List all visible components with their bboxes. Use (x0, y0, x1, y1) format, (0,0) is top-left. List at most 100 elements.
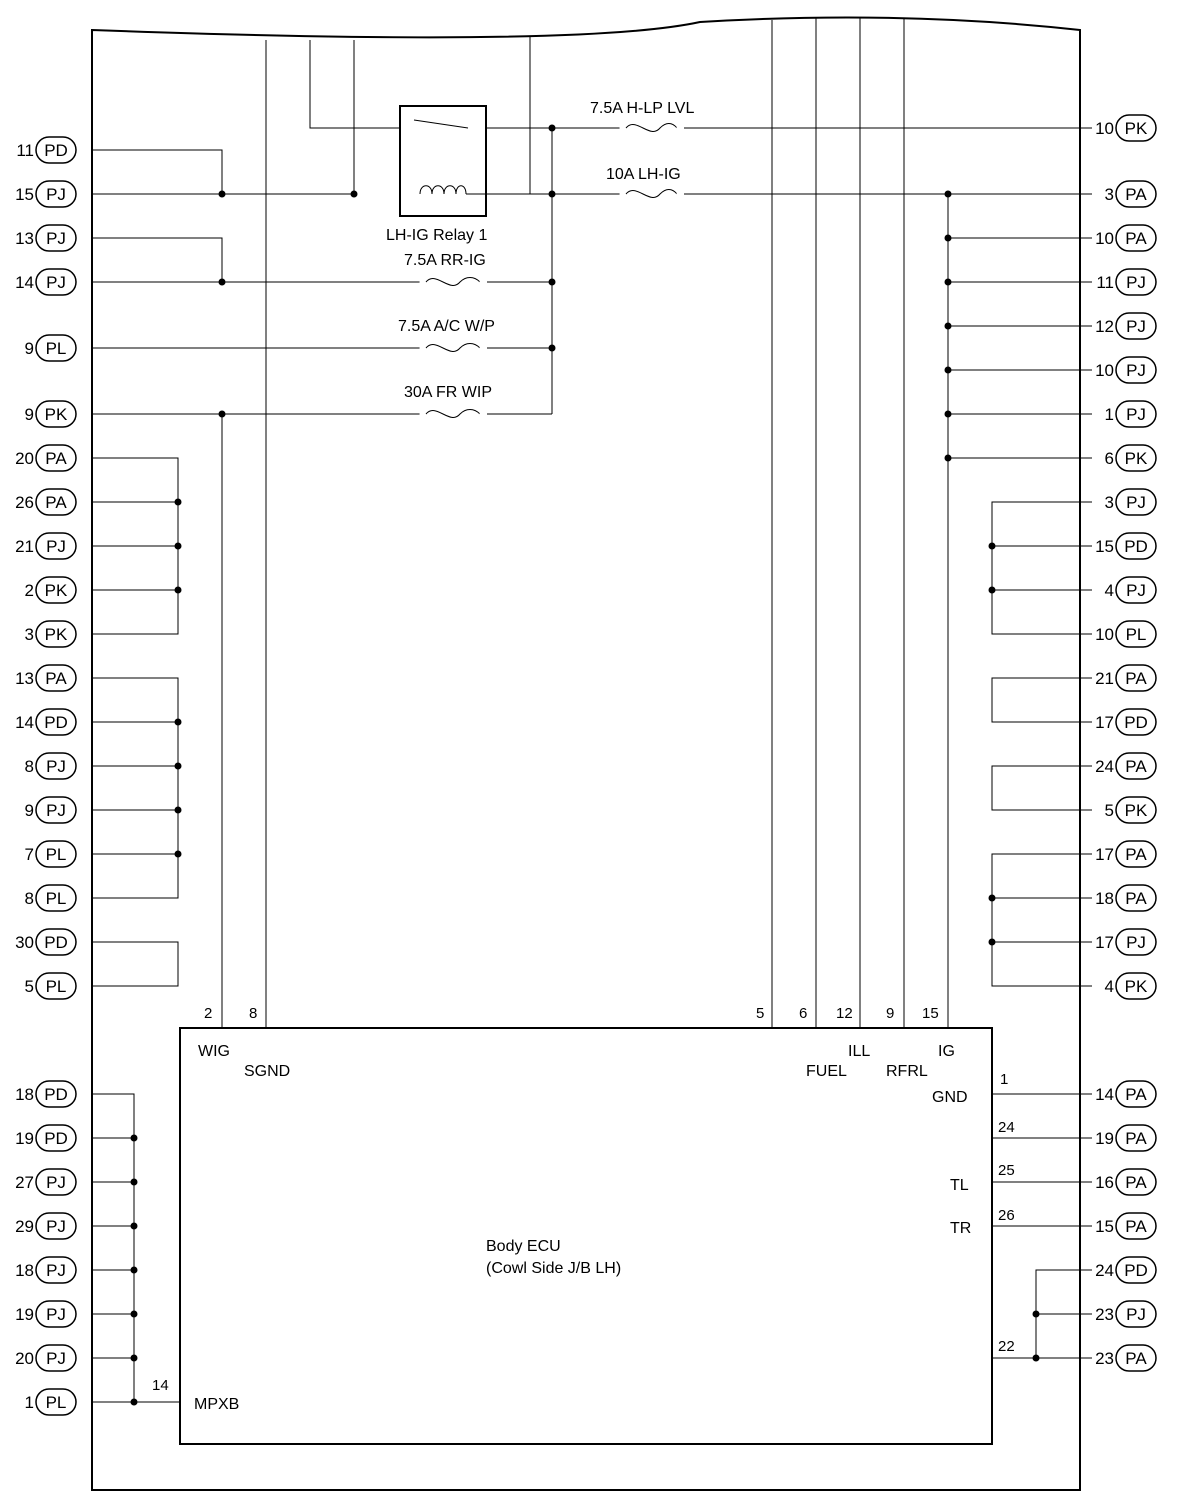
left-connector-13: PJ8 (25, 752, 77, 780)
left-connector-pill (35, 224, 77, 252)
right-connector-pill (1115, 180, 1157, 208)
wire-right-group-e (1035, 1269, 1092, 1358)
right-connector-pin: 10 (1095, 119, 1114, 138)
fuse-hlp (552, 123, 1092, 132)
left-connector-pin: 9 (25, 801, 34, 820)
left-connector-pill (35, 884, 77, 912)
right-connector-pill (1115, 312, 1157, 340)
left-connector-pill (35, 752, 77, 780)
left-connector-code: PD (44, 1129, 68, 1148)
right-connector-pill (1115, 114, 1157, 142)
right-connector-pill (1115, 664, 1157, 692)
right-connector-pin: 10 (1095, 361, 1114, 380)
relay-coil-icon (419, 185, 467, 195)
left-connector-pin: 14 (15, 713, 34, 732)
left-connector-code: PJ (46, 1217, 66, 1236)
right-connector-code: PA (1125, 185, 1147, 204)
left-connector-pill (35, 1124, 77, 1152)
right-connector-pin: 16 (1095, 1173, 1114, 1192)
right-connector-code: PA (1125, 1217, 1147, 1236)
left-connector-pin: 9 (25, 339, 34, 358)
left-connector-pin: 2 (25, 581, 34, 600)
left-connector-pin: 8 (25, 757, 34, 776)
right-connector-code: PA (1125, 845, 1147, 864)
left-connector-14: PJ9 (25, 796, 77, 824)
left-connector-code: PA (45, 669, 67, 688)
wire-right-group-b (991, 677, 1092, 723)
left-connector-pin: 30 (15, 933, 34, 952)
left-connector-26: PL1 (25, 1388, 77, 1416)
left-connector-pin: 14 (15, 273, 34, 292)
ecu-pin-ig: IG (938, 1043, 955, 1060)
right-connector-pin: 23 (1095, 1305, 1114, 1324)
wire-relay-coil-feed (92, 40, 355, 195)
ecu-pin-gnd: GND (932, 1089, 968, 1106)
right-connector-pin: 5 (1105, 801, 1114, 820)
left-connector-pill (35, 532, 77, 560)
right-connector-code: PD (1124, 713, 1148, 732)
left-connector-5: PK9 (25, 400, 77, 428)
right-connector-code: PK (1125, 977, 1148, 996)
wire-relay-top-left (309, 40, 400, 129)
left-connector-code: PL (46, 845, 67, 864)
fuse-label-frwip: 30A FR WIP (404, 384, 492, 401)
right-connector-pin: 21 (1095, 669, 1114, 688)
left-connector-pill (35, 136, 77, 164)
right-connector-pill (1115, 224, 1157, 252)
ecu-pin-rfrl: RFRL (886, 1063, 928, 1080)
right-connector-pill (1115, 268, 1157, 296)
left-connector-pin: 9 (25, 405, 34, 424)
left-connector-pill (35, 928, 77, 956)
left-connector-12: PD 14 (15, 708, 77, 736)
right-connector-code: PK (1125, 801, 1148, 820)
right-connector-pill (1115, 532, 1157, 560)
wire-right-group-c (991, 765, 1092, 811)
left-connector-code: PL (46, 977, 67, 996)
right-connector-pin: 23 (1095, 1349, 1114, 1368)
left-connector-code: PK (45, 581, 68, 600)
right-connector-code: PJ (1126, 1305, 1146, 1324)
right-connector-pill (1115, 928, 1157, 956)
left-connector-pin: 26 (15, 493, 34, 512)
right-connector-pill (1115, 884, 1157, 912)
left-connector-pin: 19 (15, 1305, 34, 1324)
left-connector-pin: 18 (15, 1085, 34, 1104)
right-connector-pill (1115, 796, 1157, 824)
left-connector-4: PL9 (25, 334, 77, 362)
right-connector-8: PJ3 (1105, 488, 1157, 516)
ecu-num-sgnd: 8 (249, 1005, 257, 1022)
left-connector-code: PJ (46, 1305, 66, 1324)
right-connector-pin: 18 (1095, 889, 1114, 908)
left-connector-9: PK 2 (25, 576, 77, 604)
ecu-num-wig: 2 (204, 1005, 212, 1022)
right-connector-pill (1115, 1256, 1157, 1284)
ecu-num-rfrl: 9 (886, 1005, 894, 1022)
left-connector-pill (35, 1344, 77, 1372)
left-connector-code: PL (46, 1393, 67, 1412)
right-connector-pill (1115, 1080, 1157, 1108)
left-connector-code: PA (45, 449, 67, 468)
right-connector-pill (1115, 488, 1157, 516)
left-connector-pill (35, 268, 77, 296)
right-connector-code: PJ (1126, 361, 1146, 380)
right-connector-pill (1115, 356, 1157, 384)
left-connector-code: PD (44, 713, 68, 732)
right-connector-19: PK4 (1105, 972, 1157, 1000)
right-connector-pill (1115, 620, 1157, 648)
left-connector-pin: 13 (15, 229, 34, 248)
wire-relay-coil-return (466, 36, 531, 195)
ecu-num-fuel: 6 (799, 1005, 807, 1022)
